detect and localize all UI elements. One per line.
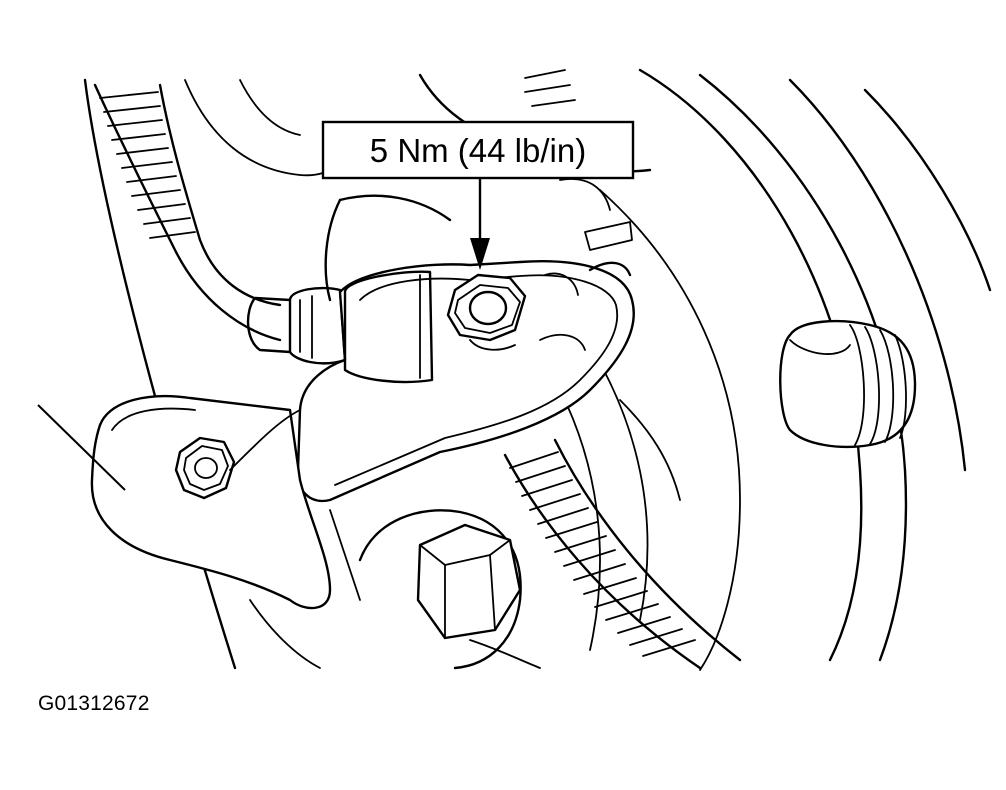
figure-id: G01312672	[38, 692, 150, 715]
background-details	[229, 399, 681, 669]
sensor-bolt	[446, 273, 527, 351]
callout-box	[321, 120, 635, 180]
torque-label: 5 Nm (44 lb/in)	[370, 132, 586, 169]
wheel-stud-cap	[779, 319, 917, 449]
left-bracket	[37, 394, 332, 610]
torque-callout: 5 Nm (44 lb/in)	[321, 120, 635, 270]
hub-bolt	[358, 509, 541, 670]
wiring-harness	[93, 83, 347, 365]
leader-line	[37, 404, 126, 491]
tone-ring	[503, 438, 742, 670]
callout-arrowhead	[470, 238, 490, 270]
